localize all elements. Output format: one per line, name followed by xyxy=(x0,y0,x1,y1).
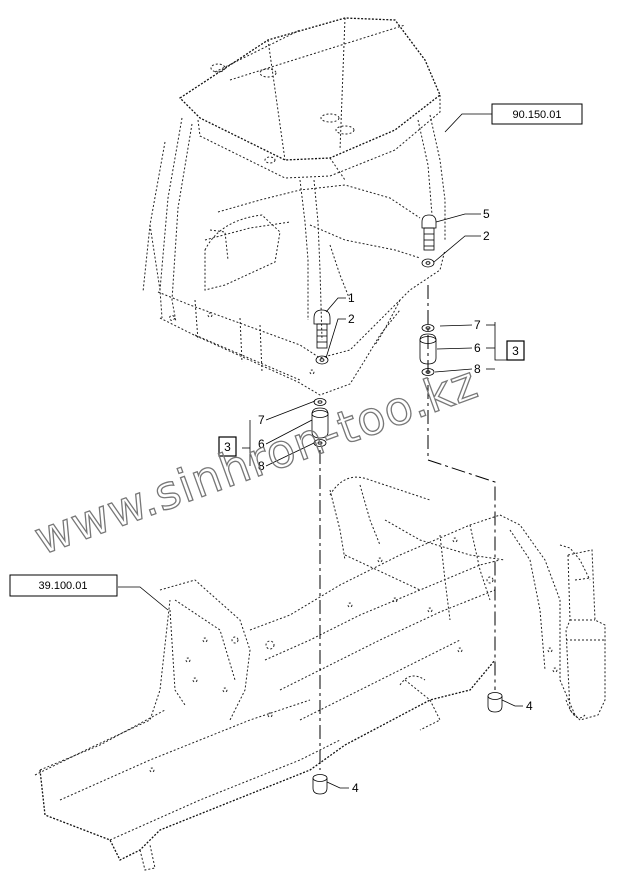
right-bolt-part xyxy=(421,214,437,251)
left-bolt-part xyxy=(313,309,331,349)
callout-left-mount: 6 xyxy=(258,437,265,451)
left-isolator-stack xyxy=(311,398,329,447)
right-group-label: 3 xyxy=(512,344,519,358)
right-isolator-stack xyxy=(419,324,437,376)
callout-right-washer-top: 2 xyxy=(483,229,490,243)
left-cup-part xyxy=(312,774,328,795)
cab-drawing xyxy=(142,17,446,396)
callout-left-washer-upper: 7 xyxy=(258,413,265,427)
callout-left-washer-top: 2 xyxy=(348,312,355,326)
cab-reference-label: 90.150.01 xyxy=(513,109,562,121)
right-cup-part xyxy=(487,692,503,713)
frame-reference-label: 39.100.01 xyxy=(39,580,88,592)
leader-lines xyxy=(118,113,523,789)
callout-left-washer-lower: 8 xyxy=(258,459,265,473)
callout-left-bolt: 1 xyxy=(348,291,355,305)
mounting-center-lines xyxy=(319,285,496,770)
right-group-box: 3 xyxy=(506,340,525,361)
right-washer-top-part xyxy=(421,258,435,268)
callout-right-washer-lower: 8 xyxy=(474,362,481,376)
frame-drawing xyxy=(34,476,606,871)
callout-right-bolt: 5 xyxy=(483,207,490,221)
callout-right-mount: 6 xyxy=(474,341,481,355)
callout-left-cup: 4 xyxy=(352,781,359,795)
frame-reference-box: 39.100.01 xyxy=(9,574,118,597)
cab-reference-box: 90.150.01 xyxy=(491,103,583,125)
left-group-label: 3 xyxy=(224,440,231,454)
callout-labels: 5 2 1 2 7 6 8 7 6 8 4 4 xyxy=(258,207,533,795)
callout-right-washer-upper: 7 xyxy=(474,318,481,332)
watermark: www.sinhron-too.kz xyxy=(27,355,484,565)
left-washer-top-part xyxy=(315,355,329,365)
left-group-box: 3 xyxy=(218,436,237,457)
callout-right-cup: 4 xyxy=(526,699,533,713)
